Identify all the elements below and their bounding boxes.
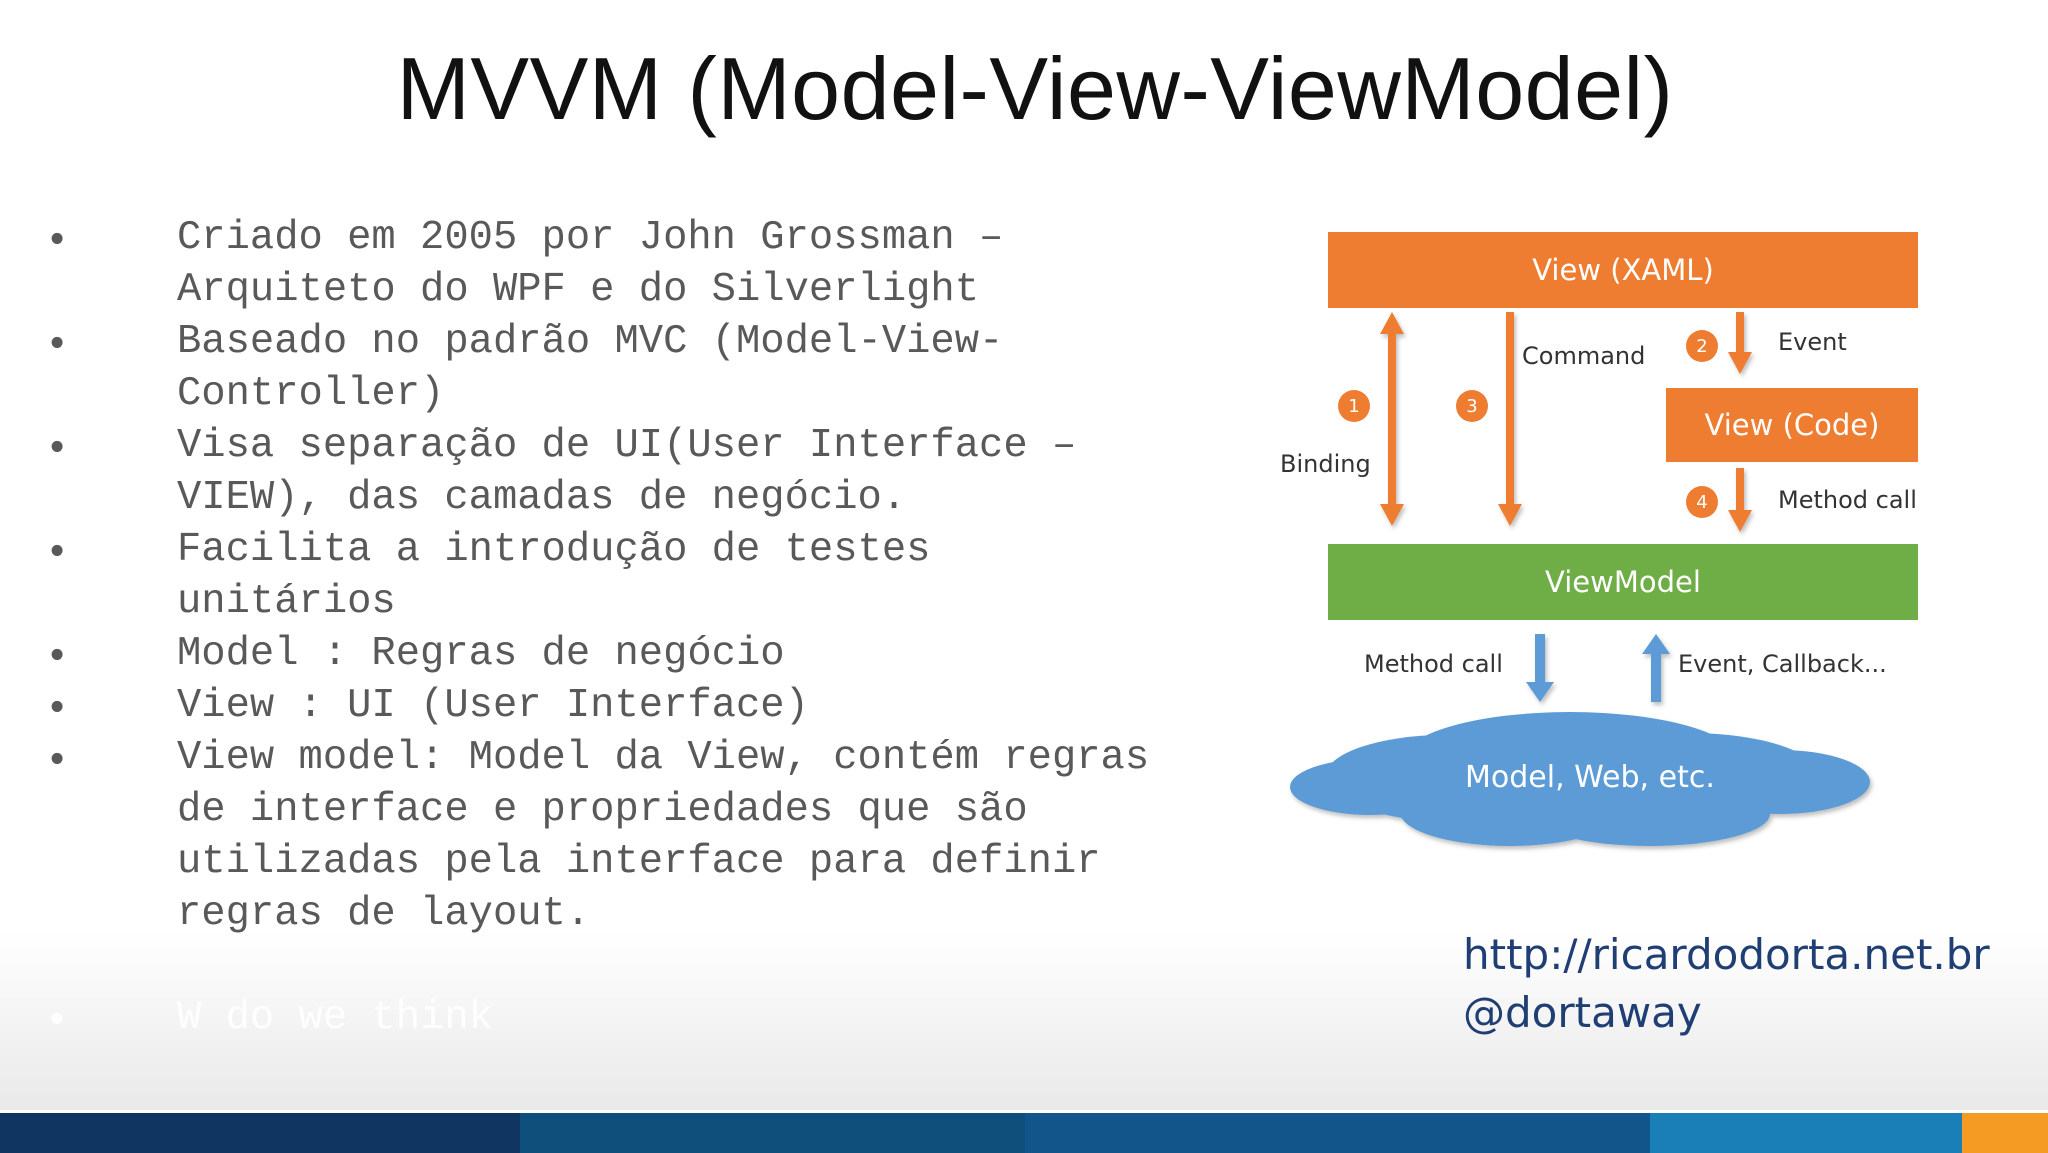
cloud-shape xyxy=(1290,712,1870,846)
bullet-marker: • xyxy=(50,215,65,261)
bullet-item: • View model: Model da View, contém regra… xyxy=(50,732,1280,940)
footer-segment xyxy=(1650,1113,1962,1153)
step-3-badge: 3 xyxy=(1456,390,1488,422)
method-call-label: Method call xyxy=(1778,486,1917,514)
event-label: Event xyxy=(1778,328,1847,356)
bullet-marker: • xyxy=(50,735,65,781)
step-4-badge: 4 xyxy=(1686,486,1718,518)
author-handle[interactable]: @dortaway xyxy=(1463,988,1702,1037)
bullet-text: W do we think xyxy=(177,995,493,1041)
bullet-item: • Model : Regras de negócio xyxy=(50,628,1280,680)
step-2-badge: 2 xyxy=(1686,330,1718,362)
bullet-text: View : UI (User Interface) xyxy=(177,683,809,729)
bullet-item: • Visa separação de UI(User Interface – V… xyxy=(50,420,1280,524)
mvvm-diagram: View (XAML) View (Code) ViewModel Bindin… xyxy=(1270,222,1930,862)
footer-segment xyxy=(520,1113,1025,1153)
bullet-marker: • xyxy=(50,683,65,729)
model-method-call-label: Method call xyxy=(1364,650,1503,678)
bullet-list: • Criado em 2005 por John Grossman – Arqu… xyxy=(50,212,1280,1044)
footer-segment xyxy=(1025,1113,1650,1153)
bullet-text: View model: Model da View, contém regras… xyxy=(177,735,1150,937)
method-call-arrow xyxy=(1728,468,1752,532)
bottom-fade xyxy=(0,930,2048,1110)
bullet-text: Criado em 2005 por John Grossman – Arqui… xyxy=(177,215,1004,313)
viewmodel-box: ViewModel xyxy=(1328,544,1918,620)
bullet-text: Model : Regras de negócio xyxy=(177,631,785,677)
footer-segment xyxy=(1962,1113,2048,1153)
slide-title: MVVM (Model-View-ViewModel) xyxy=(396,39,1674,138)
binding-label: Binding xyxy=(1280,450,1371,478)
bullet-item: • Criado em 2005 por John Grossman – Arqu… xyxy=(50,212,1280,316)
bullet-text: Visa separação de UI(User Interface – VI… xyxy=(177,423,1077,521)
bullet-marker: • xyxy=(50,319,65,365)
event-callback-label: Event, Callback... xyxy=(1678,650,1887,678)
model-web-label: Model, Web, etc. xyxy=(1465,760,1715,795)
event-callback-arrow xyxy=(1642,634,1670,702)
bullet-text: Baseado no padrão MVC (Model-View- Contr… xyxy=(177,319,1004,417)
bullet-marker: • xyxy=(50,527,65,573)
bullet-item: • View : UI (User Interface) xyxy=(50,680,1280,732)
view-code-box: View (Code) xyxy=(1666,388,1918,462)
bullet-item: • Baseado no padrão MVC (Model-View- Cont… xyxy=(50,316,1280,420)
bullet-marker: • xyxy=(50,995,65,1041)
view-xaml-box: View (XAML) xyxy=(1328,232,1918,308)
command-label: Command xyxy=(1522,342,1646,370)
model-method-call-arrow xyxy=(1526,634,1554,702)
command-arrow xyxy=(1498,312,1522,526)
ghost-bullet-item: • W do we think xyxy=(50,992,1280,1044)
bullet-item: • Facilita a introdução de testes unitári… xyxy=(50,524,1280,628)
diagram-arrows xyxy=(1290,312,1870,846)
author-credits: http://ricardodorta.net.br @dortaway xyxy=(1463,926,1990,1042)
step-1-badge: 1 xyxy=(1338,390,1370,422)
bullet-marker: • xyxy=(50,423,65,469)
author-url[interactable]: http://ricardodorta.net.br xyxy=(1463,930,1990,979)
bullet-text: Facilita a introdução de testes unitário… xyxy=(177,527,931,625)
footer-segment xyxy=(0,1113,520,1153)
bullet-marker: • xyxy=(50,631,65,677)
binding-double-arrow xyxy=(1380,312,1404,526)
event-arrow xyxy=(1728,312,1752,374)
footer-bar xyxy=(0,1113,2048,1153)
